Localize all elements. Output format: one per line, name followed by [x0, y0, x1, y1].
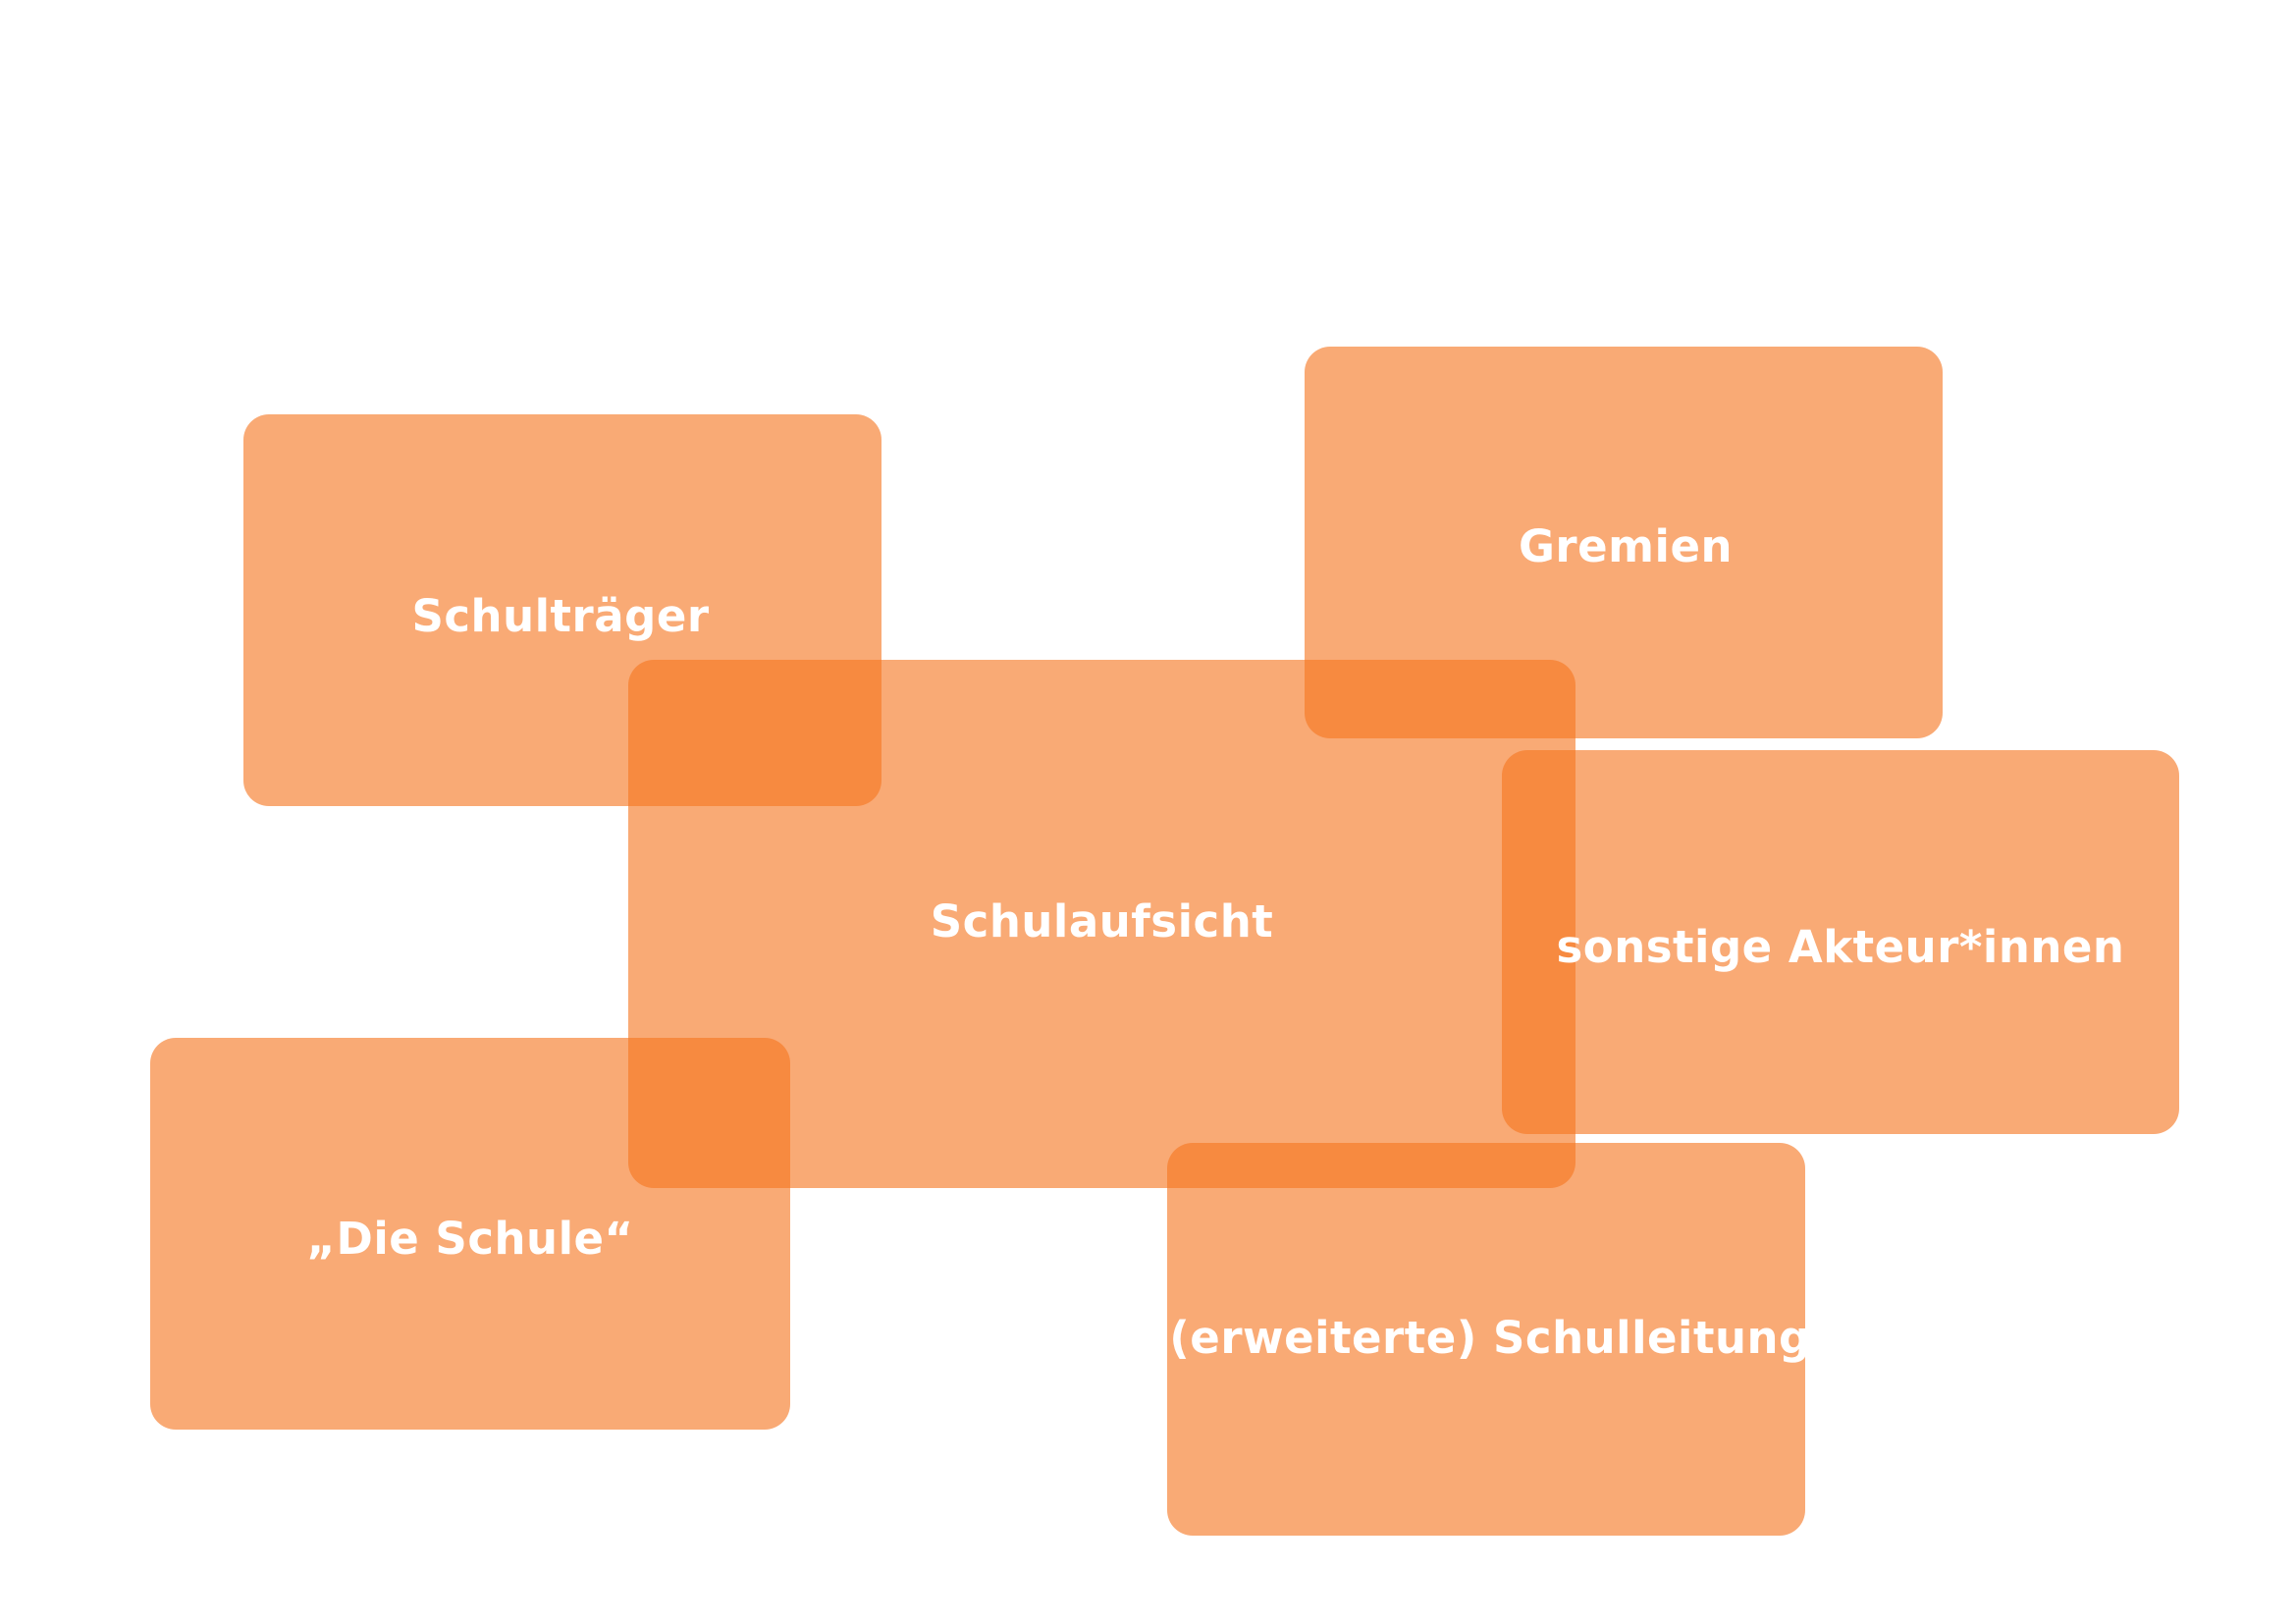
label-schulaufsicht: Schulaufsicht: [930, 894, 1274, 947]
box-erweiterte-schulleitung: (erweiterte) Schulleitung: [1167, 1143, 1810, 1536]
box-schultraeger: Schulträger: [243, 414, 881, 806]
label-sonstige-akteurinnen: sonstige Akteur*innen: [1556, 921, 2125, 973]
label-die-schule: „Die Schule“: [306, 1213, 634, 1265]
label-gremien: Gremien: [1518, 520, 1734, 572]
box-die-schule: „Die Schule“: [150, 1038, 790, 1430]
label-schultraeger: Schulträger: [411, 590, 710, 642]
label-erweiterte-schulleitung: (erweiterte) Schulleitung: [1169, 1311, 1811, 1364]
box-sonstige-akteurinnen: sonstige Akteur*innen: [1502, 750, 2179, 1134]
